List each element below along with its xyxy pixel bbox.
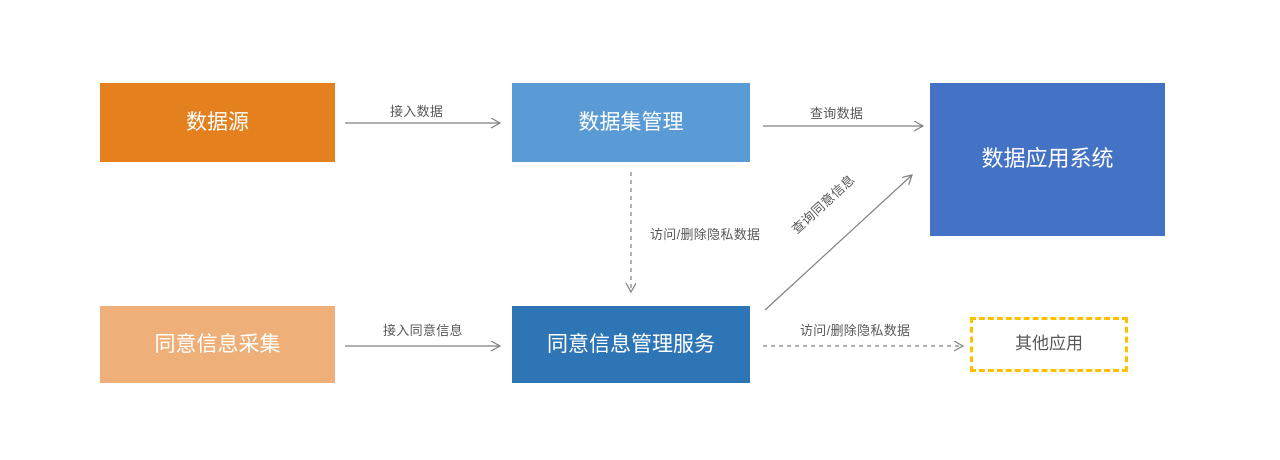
node-data-source[interactable]: 数据源 (100, 83, 335, 162)
node-consent-collection-label: 同意信息采集 (154, 332, 281, 356)
edge-label-ingest-consent: 接入同意信息 (383, 323, 463, 338)
edge-label-query-data: 查询数据 (810, 106, 864, 121)
node-other-applications[interactable]: 其他应用 (970, 317, 1128, 372)
edge-label-privacy-bottom: 访问/删除隐私数据 (800, 323, 911, 338)
node-data-application-system[interactable]: 数据应用系统 (930, 83, 1165, 236)
edge-label-privacy-middle: 访问/删除隐私数据 (650, 227, 761, 242)
node-other-applications-label: 其他应用 (1015, 334, 1083, 354)
node-consent-management-service[interactable]: 同意信息管理服务 (512, 306, 750, 383)
edge-label-query-consent: 查询同意信息 (788, 171, 858, 237)
node-dataset-management[interactable]: 数据集管理 (512, 83, 750, 162)
node-data-application-system-label: 数据应用系统 (981, 146, 1114, 172)
edge-label-ingest-data: 接入数据 (390, 104, 444, 119)
node-consent-collection[interactable]: 同意信息采集 (100, 306, 335, 383)
node-consent-management-service-label: 同意信息管理服务 (547, 332, 715, 356)
node-data-source-label: 数据源 (186, 110, 249, 134)
node-dataset-management-label: 数据集管理 (578, 110, 684, 134)
